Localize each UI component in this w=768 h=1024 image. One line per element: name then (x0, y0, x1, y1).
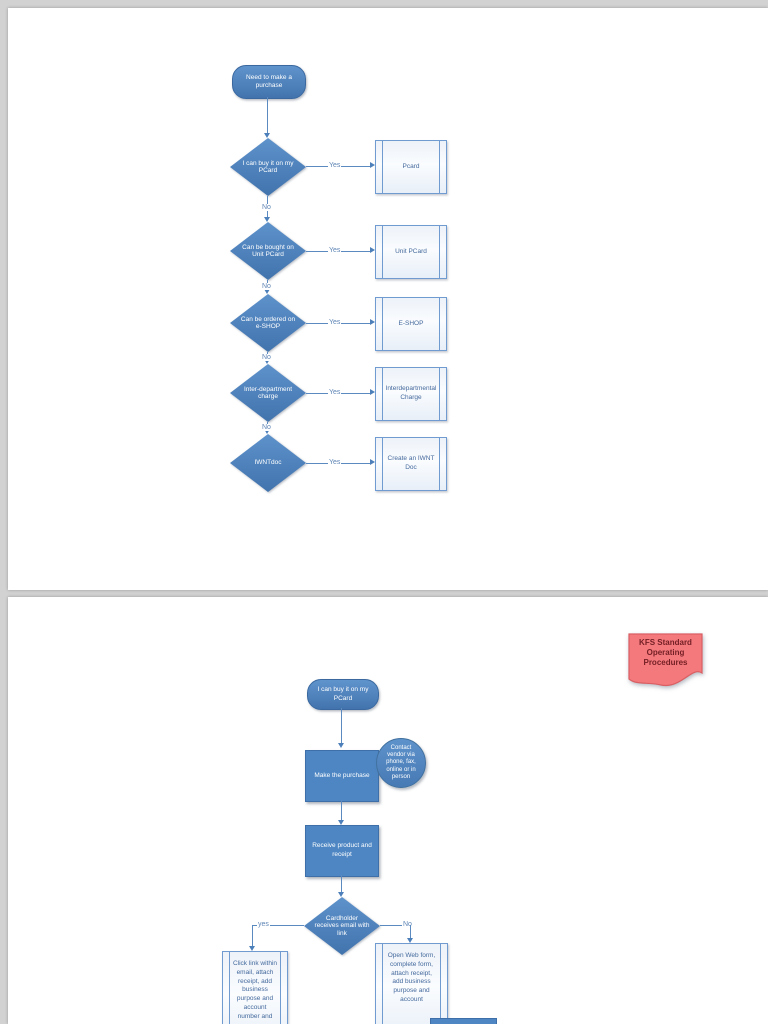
decision-label: IWNTdoc (254, 459, 282, 467)
document-page-1: Need to make a purchase I can buy it on … (8, 8, 768, 590)
process-label: E-SHOP (398, 319, 424, 327)
process-label: Interdepartmental Charge (385, 385, 437, 401)
arrowhead-down-icon (249, 946, 255, 951)
terminator-label: Need to make a purchase (246, 73, 292, 89)
yes-label: Yes (328, 247, 342, 254)
decision-pcard: I can buy it on my PCard (230, 138, 306, 196)
process-create-iwnt-doc: Create an IWNT Doc (375, 437, 447, 491)
yes-label: Yes (328, 162, 342, 169)
decision-interdepartment: Inter-department charge (230, 364, 306, 422)
process-label: Create an IWNT Doc (387, 455, 435, 471)
process-label: Click link within email, attach receipt,… (232, 960, 278, 1020)
note-contact-vendor: Contact vendor via phone, fax, online or… (376, 738, 426, 788)
connector-line (341, 800, 342, 820)
no-label: No (261, 204, 272, 211)
yes-label: Yes (328, 319, 342, 326)
connector-line (252, 925, 253, 946)
connector-line (341, 708, 342, 743)
connector-line (267, 97, 268, 133)
arrowhead-down-icon (338, 892, 344, 897)
connector-line (253, 925, 304, 926)
no-label: No (402, 921, 413, 928)
arrowhead-right-icon (370, 459, 375, 465)
process-open-web-form: Open Web form, complete form, attach rec… (375, 943, 448, 1024)
process-label: Receive product and receipt (312, 842, 372, 858)
yes-label: yes (257, 921, 270, 928)
arrowhead-right-icon (370, 247, 375, 253)
arrowhead-right-icon (370, 389, 375, 395)
decision-cardholder-email: Cardholder receives email with link (304, 897, 380, 955)
process-pcard: Pcard (375, 140, 447, 194)
process-unit-pcard: Unit PCard (375, 225, 447, 279)
yes-label: Yes (328, 389, 342, 396)
decision-label: Cardholder receives email with link (314, 914, 370, 937)
decision-unit-pcard: Can be bought on Unit PCard (230, 222, 306, 280)
decision-eshop: Can be ordered on e-SHOP (230, 294, 306, 352)
process-label: Pcard (402, 162, 420, 170)
process-label: Make the purchase (314, 771, 370, 779)
yes-label: Yes (328, 459, 342, 466)
connector-line (341, 875, 342, 892)
no-label: No (261, 283, 272, 290)
arrowhead-right-icon (370, 162, 375, 168)
banner-label: KFS Standard Operating Procedures (639, 638, 692, 667)
process-label: Open Web form, complete form, attach rec… (387, 952, 436, 1003)
decision-iwntdoc: IWNTdoc (230, 434, 306, 492)
decision-label: I can buy it on my PCard (242, 159, 294, 174)
process-click-link: Click link within email, attach receipt,… (222, 951, 288, 1024)
process-receive-product: Receive product and receipt (305, 825, 379, 877)
arrowhead-down-icon (264, 217, 270, 222)
arrowhead-down-icon (407, 938, 413, 943)
arrowhead-down-icon (264, 133, 270, 138)
connector-line (410, 925, 411, 938)
process-partial-bottom (430, 1018, 497, 1024)
no-label: No (261, 424, 272, 431)
arrowhead-right-icon (370, 319, 375, 325)
process-interdepartmental-charge: Interdepartmental Charge (375, 367, 447, 421)
document-shape (628, 633, 703, 686)
arrowhead-down-icon (338, 820, 344, 825)
document-page-2: KFS Standard Operating Procedures I can … (8, 597, 768, 1024)
arrowhead-down-icon (264, 289, 270, 294)
terminator-need-purchase: Need to make a purchase (232, 65, 306, 99)
process-label: Unit PCard (395, 247, 427, 255)
arrowhead-down-icon (264, 359, 270, 364)
terminator-can-buy-pcard: I can buy it on my PCard (307, 679, 379, 710)
process-eshop: E-SHOP (375, 297, 447, 351)
arrowhead-down-icon (338, 743, 344, 748)
connector-line (380, 925, 410, 926)
note-label: Contact vendor via phone, fax, online or… (386, 745, 416, 780)
banner-kfs-sop: KFS Standard Operating Procedures (628, 633, 703, 687)
terminator-label: I can buy it on my PCard (317, 686, 369, 702)
no-label: No (261, 354, 272, 361)
process-make-purchase: Make the purchase (305, 750, 379, 802)
decision-label: Can be ordered on e-SHOP (240, 315, 296, 330)
decision-label: Inter-department charge (243, 385, 293, 400)
decision-label: Can be bought on Unit PCard (242, 243, 294, 258)
arrowhead-down-icon (264, 429, 270, 434)
